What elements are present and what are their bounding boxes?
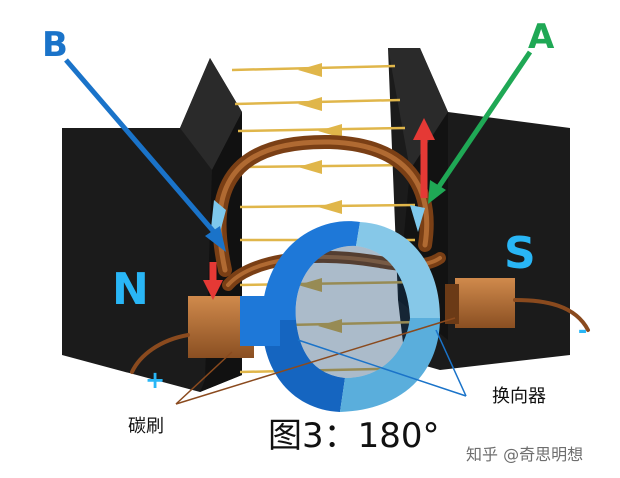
label-b: B: [42, 25, 68, 65]
left-carbon-brush: [188, 296, 280, 358]
minus-terminal-label: -: [578, 319, 587, 344]
north-pole-label: N: [112, 264, 149, 315]
south-pole-label: S: [504, 228, 536, 279]
lead-wires: [130, 298, 590, 374]
force-arrow-a: [413, 118, 435, 198]
field-arrowheads: [298, 63, 342, 333]
force-arrow-b: [203, 262, 223, 300]
commutator-label: 换向器: [492, 386, 546, 407]
watermark: 知乎 @奇思明想: [466, 445, 584, 464]
pointer-a: [428, 50, 533, 204]
figure-caption: 图3：180°: [268, 416, 440, 456]
brush-label: 碳刷: [128, 416, 164, 437]
pointer-b: [64, 58, 226, 252]
commutator-leader-lines: [297, 329, 467, 397]
brush-leader-lines: [175, 317, 456, 405]
right-carbon-brush: [445, 278, 515, 328]
commutator: [262, 221, 440, 412]
plus-terminal-label: +: [145, 366, 165, 394]
label-a: A: [528, 17, 555, 57]
